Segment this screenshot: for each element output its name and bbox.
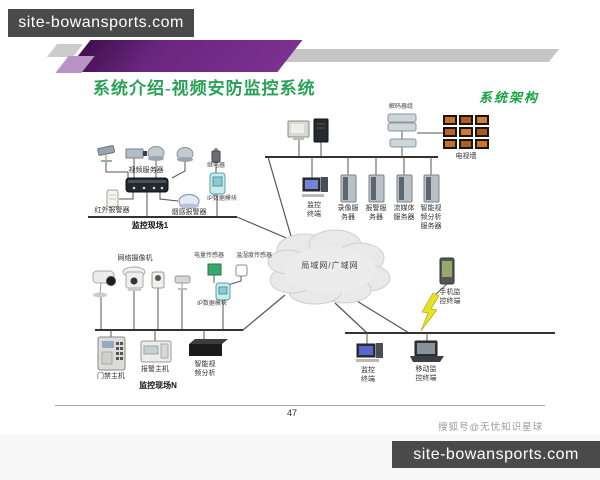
- box-camera-icon: [125, 148, 147, 159]
- server-tower-icon: [368, 174, 385, 203]
- decoder-stack-icon: [387, 113, 417, 148]
- infrared-alarm-icon: [106, 189, 119, 208]
- tv-wall-icon: [443, 115, 489, 149]
- power-sensor-icon: [207, 263, 222, 276]
- label-phone-terminal: 手机监 控终端: [439, 289, 461, 305]
- label-ip-module-2: IP数据模块: [197, 301, 227, 307]
- wall-camera-icon: [151, 271, 165, 289]
- label-video-analysis: 智能视 频分析: [194, 361, 216, 377]
- label-video-server: 视频服务器: [128, 167, 164, 174]
- server-tower-icon: [423, 174, 440, 203]
- lightning-bolt-icon: [420, 292, 440, 332]
- label-monitor-terminal-top: 监控 终端: [307, 202, 321, 218]
- footer-divider: [55, 405, 545, 406]
- label-decoder-group: 解码器组: [388, 104, 413, 110]
- mobile-phone-icon: [439, 257, 455, 285]
- server-tower-icon: [396, 174, 413, 203]
- video-analysis-box-icon: [189, 339, 228, 356]
- connection-lines: [88, 131, 555, 344]
- label-alarm-host: 报警主机: [141, 366, 169, 373]
- dome-camera-icon: [176, 147, 194, 162]
- label-mobile-terminal: 移动监 控终端: [415, 366, 437, 382]
- network-cloud-icon: [267, 229, 391, 305]
- watermark-top: site-bowansports.com: [8, 9, 194, 37]
- dome-camera-icon: [147, 146, 165, 161]
- label-tv-wall: 电视墙: [455, 153, 477, 160]
- page-title: 系统介绍-视频安防监控系统: [93, 79, 316, 98]
- label-power-sensor: 电量传感器: [193, 253, 224, 259]
- access-keypad-icon: [97, 336, 126, 371]
- page-number: 47: [286, 408, 297, 418]
- label-server-3: 流媒体 服务器: [393, 205, 415, 221]
- label-ir-alarm: 红外报警器: [94, 207, 130, 214]
- label-smoke-alarm: 烟感报警器: [171, 209, 207, 216]
- label-site1-name: 监控现场1: [131, 221, 169, 230]
- bullet-camera-icon: [97, 145, 115, 162]
- watermark-bottom: site-bowansports.com: [392, 441, 600, 468]
- label-temp-humidity-sensor: 温湿度传感器: [235, 253, 272, 259]
- server-tower-icon: [340, 174, 357, 203]
- label-ip-module-1: IP数据模块: [207, 196, 237, 202]
- monitor-terminal-icon: [302, 177, 328, 197]
- credit-text: 搜狐号@无忧知识星球: [438, 422, 544, 433]
- ptz-camera-icon: [92, 270, 116, 298]
- monitor-terminal-icon: [356, 343, 383, 362]
- label-siteN-name: 监控现场N: [139, 381, 177, 390]
- tower-device-icon: [313, 118, 329, 143]
- label-access-host: 门禁主机: [97, 373, 125, 380]
- video-server-icon: [125, 177, 169, 193]
- dome-ptz-camera-icon: [122, 266, 146, 291]
- relay-icon: [211, 148, 221, 163]
- label-server-1: 录像服 务器: [337, 205, 359, 221]
- ip-module-icon: [209, 172, 226, 195]
- label-server-2: 报警服 务器: [365, 205, 387, 221]
- smoke-alarm-icon: [178, 194, 200, 209]
- alarm-host-icon: [140, 340, 172, 363]
- mini-bullet-camera-icon: [174, 275, 191, 290]
- label-monitor-terminal-bottom: 监控 终端: [361, 367, 375, 383]
- ip-module-icon: [215, 282, 231, 301]
- temp-humidity-sensor-icon: [235, 264, 248, 277]
- label-server-4: 智能视 频分析 服务器: [420, 205, 442, 230]
- label-network-camera: 网络摄像机: [117, 255, 153, 262]
- crt-computer-icon: [287, 120, 310, 140]
- label-relay: 继电器: [206, 163, 225, 169]
- label-cloud: 局域网/广域网: [301, 261, 359, 270]
- corner-label: 系统架构: [479, 90, 540, 105]
- laptop-icon: [410, 340, 444, 362]
